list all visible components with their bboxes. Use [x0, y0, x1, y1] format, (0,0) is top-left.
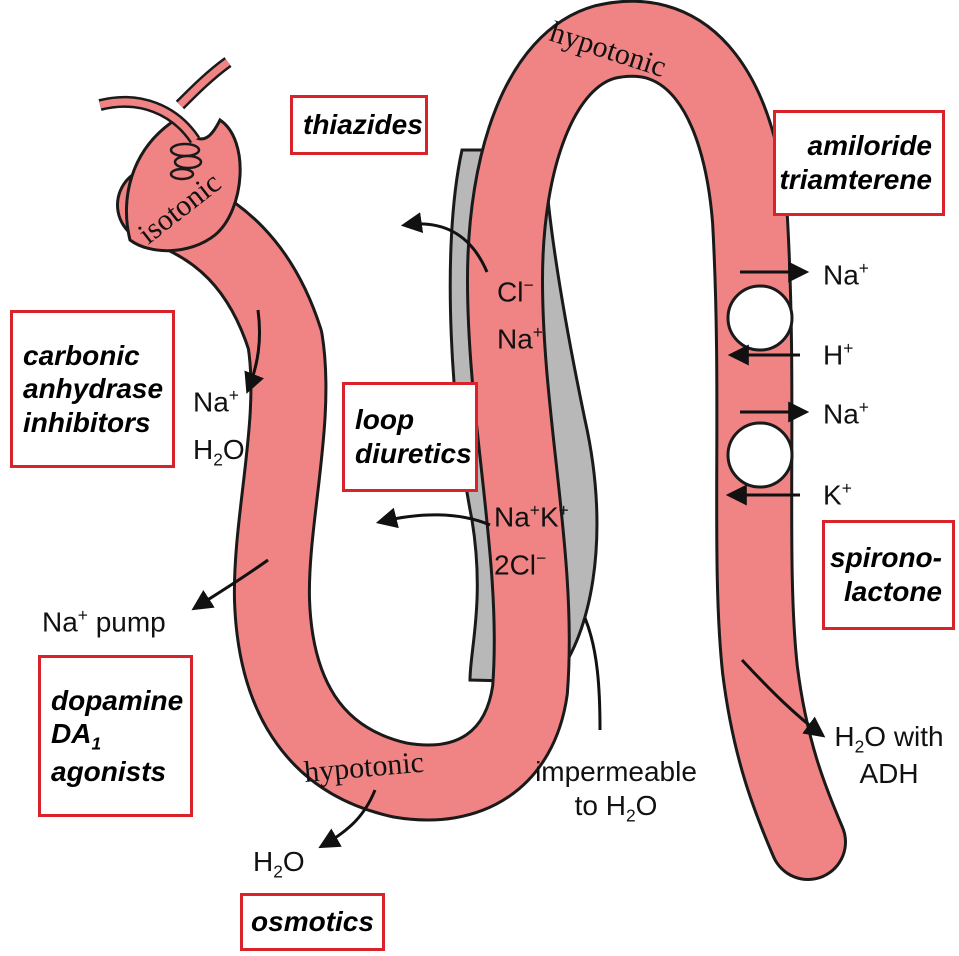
impermeable-pointer	[585, 618, 600, 730]
nkcc-2cl-label: 2Cl−	[494, 548, 546, 582]
prox-h2o-label: H2O	[193, 433, 245, 470]
h2o-loop-label: H2O	[253, 845, 305, 882]
na-pump-label: Na+ pump	[42, 605, 166, 639]
spirono-text: spirono-	[830, 541, 942, 575]
cd-na1-label: Na+	[823, 258, 869, 292]
osmotics-text: osmotics	[251, 905, 374, 939]
impermeable-label: impermeable to H2O	[530, 755, 702, 826]
cl-label: Cl−	[497, 275, 534, 309]
loop-diuretics-box: loop diuretics	[342, 382, 478, 492]
spironolactone-box: spirono- lactone	[822, 520, 955, 630]
prox-na-label: Na+	[193, 385, 239, 419]
triamterene-text: triamterene	[779, 163, 932, 197]
na-h-exchanger	[728, 286, 792, 350]
carbonic-anhydrase-box: carbonic anhydrase inhibitors	[10, 310, 175, 468]
cd-na2-label: Na+	[823, 397, 869, 431]
agonists-text: agonists	[51, 755, 166, 789]
cd-h-label: H+	[823, 338, 853, 372]
thiazides-text: thiazides	[303, 108, 423, 142]
dct-na-label: Na+	[497, 322, 543, 356]
diuretics-text: diuretics	[355, 437, 472, 471]
nephron-tubule	[155, 39, 808, 842]
adh-label: H2O with ADH	[825, 720, 953, 791]
osmotics-box: osmotics	[240, 893, 385, 951]
thiazides-box: thiazides	[290, 95, 428, 155]
amiloride-text: amiloride	[808, 129, 932, 163]
carbonic-text: carbonic	[23, 339, 140, 373]
nkcc-label: Na+K+	[494, 500, 569, 534]
dopamine-box: dopamine DA1 agonists	[38, 655, 193, 817]
cd-k-label: K+	[823, 478, 852, 512]
loop-text: loop	[355, 403, 414, 437]
da1-text: DA1	[51, 717, 101, 754]
amiloride-triamterene-box: amiloride triamterene	[773, 110, 945, 216]
lactone-text: lactone	[844, 575, 942, 609]
dopamine-text: dopamine	[51, 684, 183, 718]
inhibitors-text: inhibitors	[23, 406, 151, 440]
na-k-exchanger	[728, 423, 792, 487]
anhydrase-text: anhydrase	[23, 372, 163, 406]
